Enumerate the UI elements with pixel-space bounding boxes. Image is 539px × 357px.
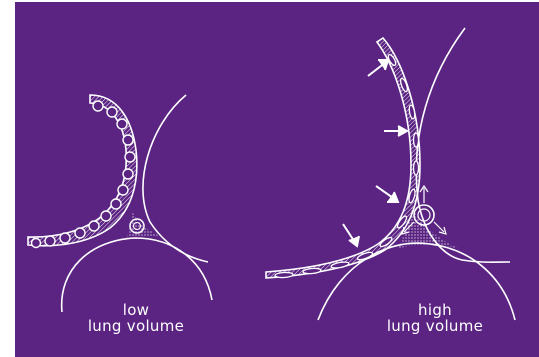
high-volume-alveoli	[266, 28, 515, 320]
low-interstitium	[126, 212, 160, 238]
caption-low-lung-volume: low lung volume	[76, 302, 196, 334]
caption-high-line2: lung volume	[370, 318, 500, 334]
caption-low-line1: low	[76, 302, 196, 318]
arrow-icon	[368, 60, 388, 76]
caption-low-line2: lung volume	[76, 318, 196, 334]
arrow-icon	[384, 126, 407, 136]
low-capillaries	[32, 101, 136, 248]
pressure-arrows	[343, 60, 407, 246]
arrow-icon	[376, 186, 398, 202]
caption-high-lung-volume: high lung volume	[370, 302, 500, 334]
low-septum-wall	[28, 95, 137, 246]
low-alveolus-right	[143, 95, 208, 262]
high-septum-wall	[266, 38, 420, 278]
caption-high-line1: high	[370, 302, 500, 318]
arrow-icon	[343, 224, 359, 246]
low-volume-alveoli	[28, 95, 212, 312]
high-alveolus-right	[416, 28, 510, 262]
high-capillaries	[275, 54, 419, 278]
